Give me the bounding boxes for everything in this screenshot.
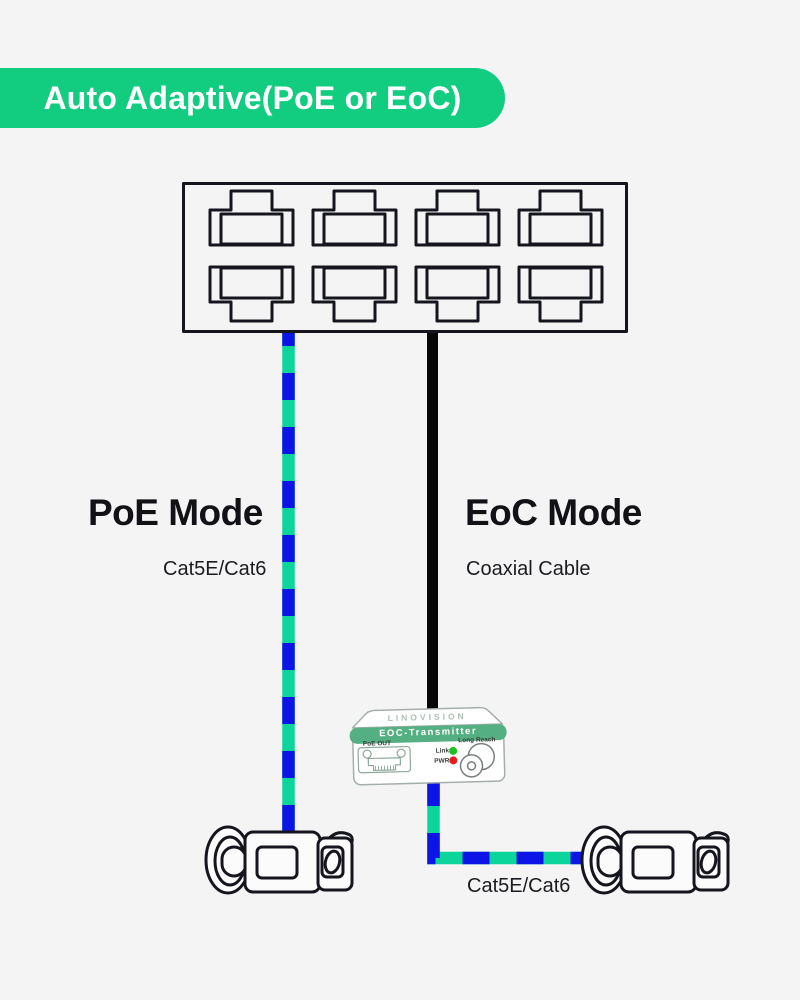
bullet-camera-icon [580, 825, 730, 895]
eoc-mode-title: EoC Mode [465, 492, 642, 533]
eoc-transmitter-icon [349, 706, 507, 786]
pwr-label: PWR [434, 756, 450, 765]
eoc-out-cable [427, 783, 585, 865]
model-band [349, 724, 507, 744]
poe-cable-label: Cat5E/Cat6 [163, 558, 267, 580]
banner: Auto Adaptive(PoE or EoC) [0, 68, 505, 128]
poe-mode-title: PoE Mode [88, 492, 263, 533]
long-reach-label: Long Reach [458, 736, 496, 745]
pwr-led [449, 756, 458, 765]
link-label: Link [435, 747, 450, 755]
bullet-camera-icon [204, 825, 354, 895]
rj45-jack-icon [357, 745, 412, 774]
poe-out-label: PoE OUT [362, 739, 392, 748]
bottom-cable-label: Cat5E/Cat6 [467, 875, 571, 897]
eoc-cable-label: Coaxial Cable [466, 558, 591, 580]
link-led [449, 746, 458, 755]
eoc-transmitter-device: LINOVISION EOC-Transmitter PoE OUT Link … [342, 698, 514, 797]
banner-title: Auto Adaptive(PoE or EoC) [43, 79, 462, 116]
poe-switch-icon [182, 182, 628, 333]
bnc-connector-icon [459, 742, 496, 778]
